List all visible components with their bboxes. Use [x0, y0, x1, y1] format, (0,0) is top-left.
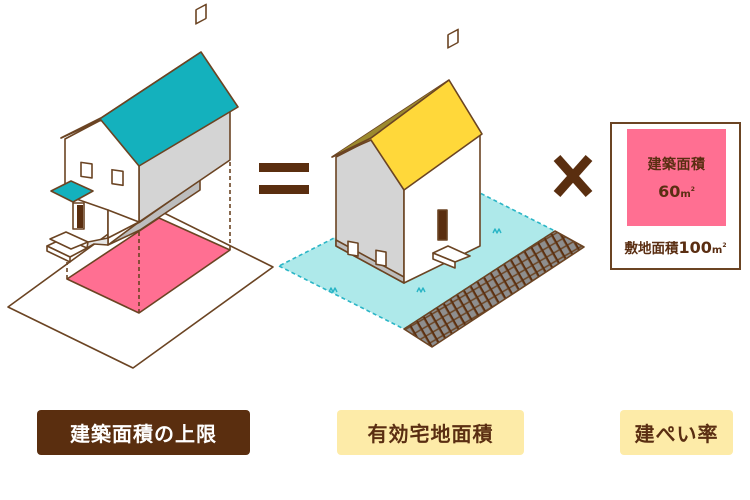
left-house-illustration [7, 3, 274, 369]
porch-canopy [50, 180, 94, 203]
site-area-value: 100 [678, 238, 712, 257]
site-area-label: 敷地面積 [624, 241, 679, 257]
label-effective-site-area: 有効宅地面積 [337, 410, 524, 455]
middle-house-illustration [278, 28, 585, 348]
multiply-sign [553, 155, 593, 197]
label-max-building-area: 建築面積の上限 [37, 410, 250, 455]
building-area-square: 建築面積 60m2 [627, 129, 726, 226]
building-area-unit: m2 [680, 186, 695, 200]
equals-sign [259, 163, 309, 194]
building-area-value: 60 [658, 182, 681, 201]
site-area-caption: 敷地面積100m2 [612, 237, 739, 257]
setback-hatched-strip [403, 230, 585, 348]
coverage-ratio-box: 建築面積 60m2 敷地面積100m2 [610, 122, 741, 270]
site-area-unit: m2 [711, 242, 727, 256]
building-area-label: 建築面積 [647, 157, 706, 173]
building-area-value-wrap: 60m2 [658, 182, 695, 201]
label-building-coverage-ratio: 建ぺい率 [620, 410, 733, 455]
